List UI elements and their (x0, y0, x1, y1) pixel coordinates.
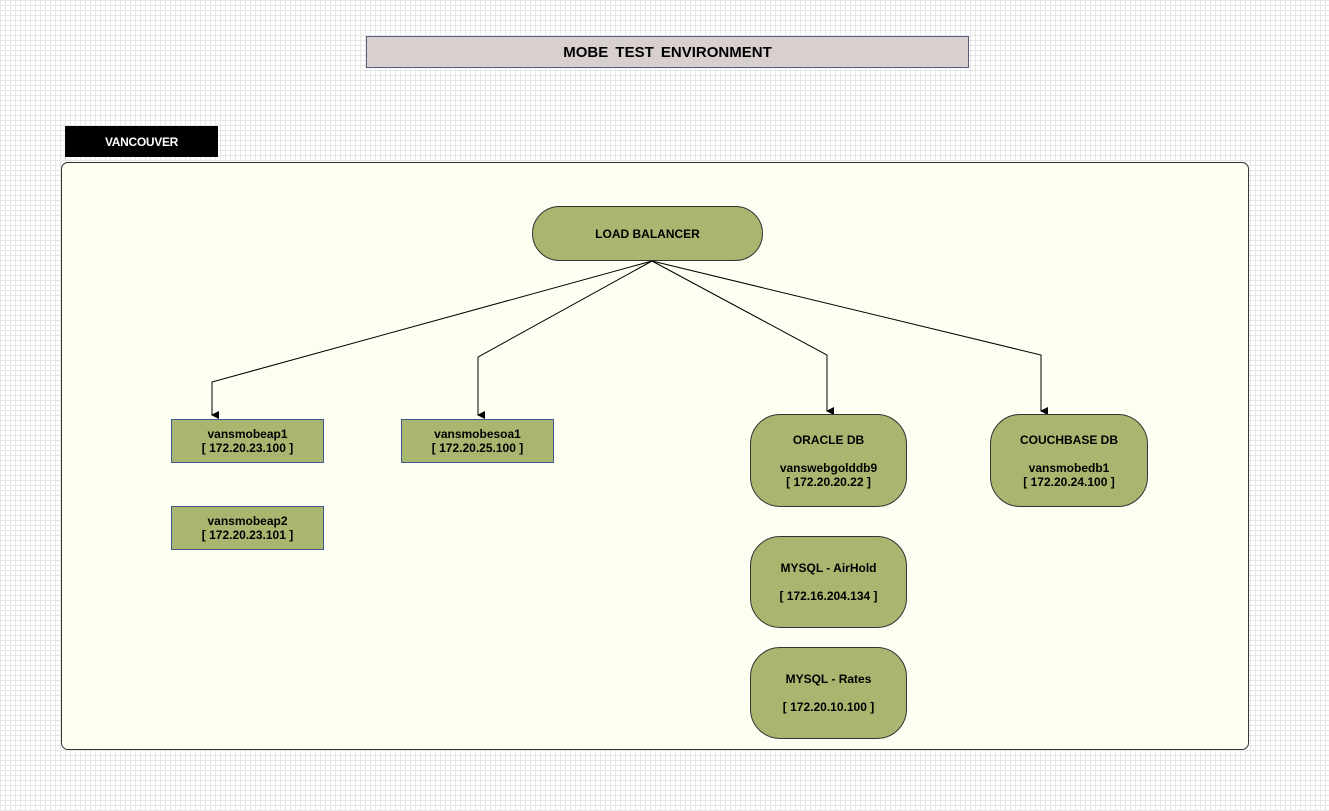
server-name: vansmobeap2 (207, 514, 288, 528)
server-node-vansmobeap2: vansmobeap2 [ 172.20.23.101 ] (171, 506, 324, 550)
database-ip: [ 172.20.20.22 ] (786, 474, 871, 489)
server-node-vansmobesoa1: vansmobesoa1 [ 172.20.25.100 ] (401, 419, 554, 463)
database-type: MYSQL - AirHold (780, 561, 877, 575)
server-ip: [ 172.20.23.101 ] (201, 528, 294, 542)
database-node-oracle-db: ORACLE DB vanswebgolddb9 [ 172.20.20.22 … (750, 414, 907, 507)
server-ip: [ 172.20.23.100 ] (201, 441, 294, 455)
database-type: COUCHBASE DB (1019, 432, 1118, 447)
database-name: vanswebgolddb9 (779, 460, 878, 475)
server-name: vansmobesoa1 (434, 427, 521, 441)
database-node-couchbase-db: COUCHBASE DB vansmobedb1 [ 172.20.24.100… (990, 414, 1148, 507)
database-ip: [ 172.20.10.100 ] (782, 700, 875, 714)
database-node-mysql-airhold: MYSQL - AirHold [ 172.16.204.134 ] (750, 536, 907, 628)
database-node-mysql-rates: MYSQL - Rates [ 172.20.10.100 ] (750, 647, 907, 739)
server-name: vansmobeap1 (207, 427, 288, 441)
database-type: MYSQL - Rates (785, 672, 872, 686)
load-balancer-node: LOAD BALANCER (532, 206, 763, 261)
server-node-vansmobeap1: vansmobeap1 [ 172.20.23.100 ] (171, 419, 324, 463)
database-type: ORACLE DB (792, 432, 865, 447)
server-ip: [ 172.20.25.100 ] (431, 441, 524, 455)
diagram-title: MOBE TEST ENVIRONMENT (366, 36, 969, 68)
database-ip: [ 172.20.24.100 ] (1023, 474, 1115, 489)
database-ip: [ 172.16.204.134 ] (779, 589, 878, 603)
database-name: vansmobedb1 (1028, 460, 1110, 475)
load-balancer-label: LOAD BALANCER (595, 226, 700, 241)
region-label-vancouver: VANCOUVER (65, 126, 218, 157)
